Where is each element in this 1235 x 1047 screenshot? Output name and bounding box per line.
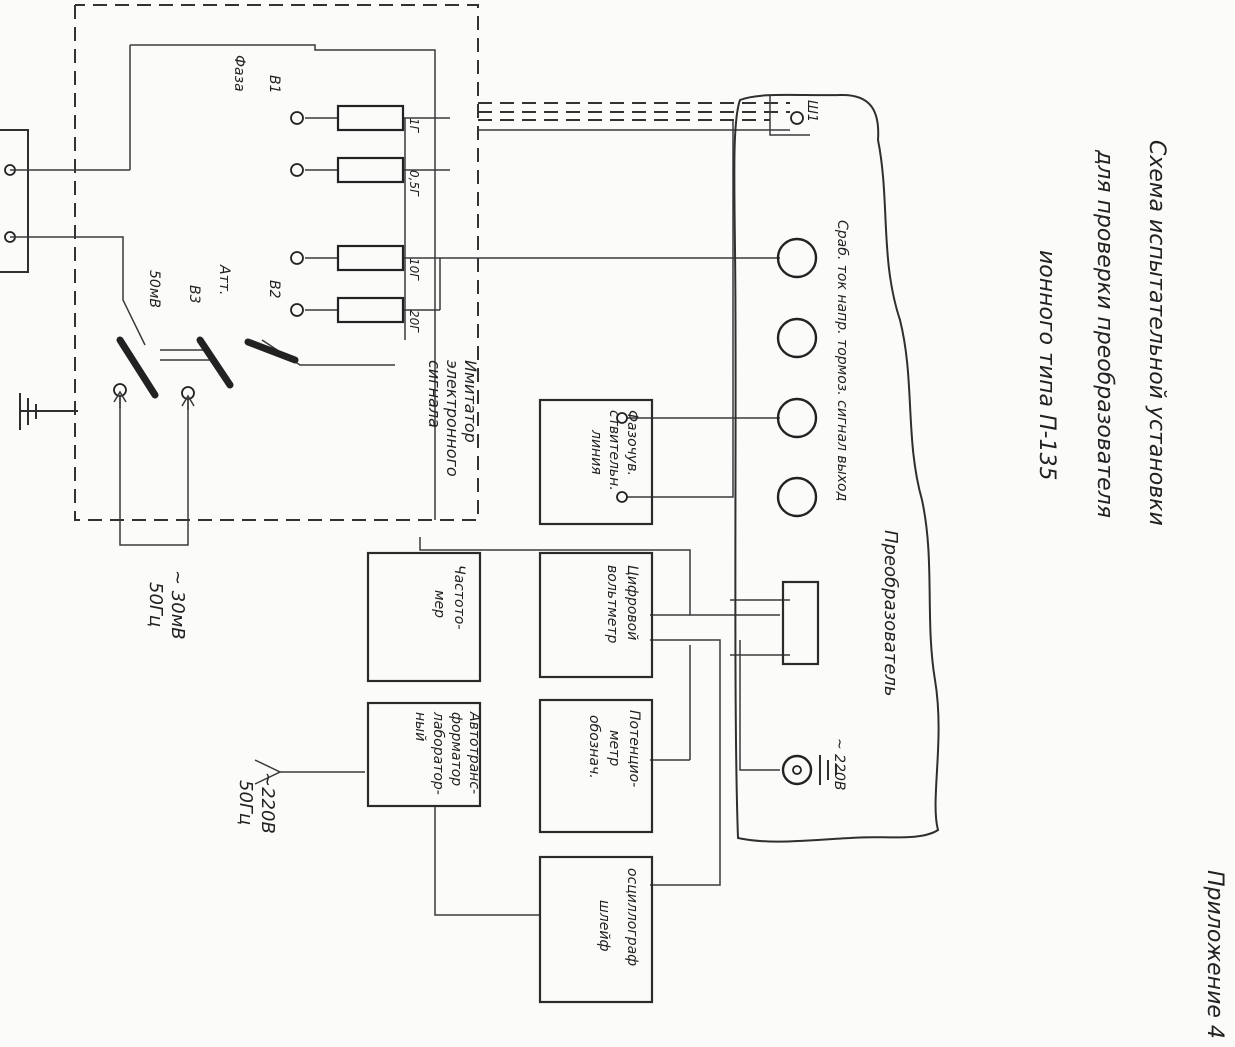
- b2-terminal-1: [290, 251, 304, 265]
- power-ground-icon: [781, 754, 837, 786]
- title-line-3: для проверки преобразователя: [1092, 149, 1117, 518]
- simulator-label-3: сигнала: [425, 360, 444, 428]
- simulator-enclosure: [74, 4, 479, 521]
- signal-terminal-1: [113, 383, 127, 397]
- dashed-bus: [478, 102, 790, 121]
- converter-label: Преобразователь: [880, 530, 901, 697]
- b3-label: В3: [186, 285, 202, 304]
- jack-trip-current[interactable]: [776, 237, 818, 279]
- res-label-1: 1Г: [407, 118, 421, 134]
- resistor-20g: [336, 296, 405, 324]
- interconnect-wiring: [280, 120, 790, 916]
- b1-terminal: [290, 111, 304, 125]
- autotransformer-label-1: Автотранс-: [466, 711, 482, 794]
- phase-meter-box: [538, 398, 654, 526]
- converter-output-block: [781, 580, 820, 666]
- digital-voltmeter-box: [538, 551, 654, 679]
- converter-outline: [733, 93, 940, 843]
- res-label-2: 0,5Г: [407, 170, 421, 197]
- switch-b2: [244, 338, 299, 364]
- res-label-4: 20Г: [407, 310, 421, 333]
- converter-jacks: [776, 237, 818, 518]
- simulator-label-1: Имитатор: [461, 360, 480, 443]
- simulator-label-2: электронного: [443, 360, 462, 477]
- oscillograph-label-2: шлейф: [596, 900, 612, 951]
- autotransformer-label-4: ный: [412, 712, 428, 741]
- converter-supply-label: ~ 220В: [831, 738, 847, 791]
- potentiometer-label-1: Потенцио-: [626, 710, 642, 787]
- mains-freq-label: 50Гц: [235, 780, 256, 825]
- simulator-wiring: [10, 44, 450, 546]
- b1-terminal-2: [290, 163, 304, 177]
- resistor-1g: [336, 104, 405, 132]
- switch-50mv: [116, 336, 159, 399]
- oscillograph-label-1: осциллограф: [624, 868, 640, 966]
- connector-sh1: [769, 96, 810, 136]
- input-terminal-block: [0, 129, 29, 273]
- b1-label: В1: [266, 75, 282, 94]
- potentiometer-label-3: обознач.: [586, 715, 602, 779]
- switch-b3: [196, 336, 234, 389]
- voltmeter-label-1: Цифровой: [624, 565, 640, 640]
- connector-label: Ш1: [804, 100, 819, 122]
- mains-voltage-label: ~220В: [257, 772, 278, 834]
- title-line-2: Схема испытательной установки: [1144, 140, 1169, 526]
- phase-meter-label-2: ствительн.: [606, 410, 622, 491]
- switch-terminals: [113, 111, 304, 400]
- ground-icon: [19, 393, 78, 430]
- toggle-switches: [116, 336, 299, 399]
- b2-label: В2: [266, 280, 282, 299]
- potentiometer-box: [538, 698, 654, 834]
- autotransformer-box: [366, 701, 482, 808]
- mains-input-arrow-icon: [254, 759, 282, 785]
- att-label: Атт.: [216, 264, 232, 295]
- jack-voltage[interactable]: [776, 317, 818, 359]
- phase-meter-label-1: Фазочув.: [624, 410, 640, 476]
- autotransformer-label-3: лаборатор-: [430, 711, 446, 795]
- voltmeter-label-2: вольтметр: [604, 565, 620, 644]
- signal-source-arrow-icon: [113, 390, 195, 410]
- resistor-05g: [336, 156, 405, 184]
- resistor-group: [336, 104, 405, 324]
- jack-signal[interactable]: [776, 476, 818, 518]
- autotransformer-label-2: форматор: [448, 712, 464, 786]
- jacks-caption: Сраб. ток напр. тормоз. сигнал выход: [834, 220, 850, 501]
- resistor-10g: [336, 244, 405, 272]
- potentiometer-label-2: метр: [606, 730, 622, 766]
- title-line-1: Приложение 4: [1202, 870, 1227, 1039]
- signal-voltage-label: ~ 30мВ: [167, 570, 188, 640]
- res-label-3: 10Г: [407, 258, 421, 281]
- freq-meter-box: [366, 551, 482, 683]
- title-line-4: ионного типа П-135: [1034, 250, 1059, 480]
- jack-brake[interactable]: [776, 397, 818, 439]
- oscillograph-box: [538, 855, 654, 1004]
- phase-meter-label-3: линия: [588, 429, 604, 475]
- volt-label: 50мВ: [146, 270, 162, 308]
- signal-freq-label: 50Гц: [145, 582, 166, 627]
- b2-terminal-2: [290, 303, 304, 317]
- phase-label: Фаза: [231, 55, 247, 92]
- freq-meter-label-2: мер: [431, 590, 447, 618]
- freq-meter-label-1: Частото-: [451, 565, 467, 629]
